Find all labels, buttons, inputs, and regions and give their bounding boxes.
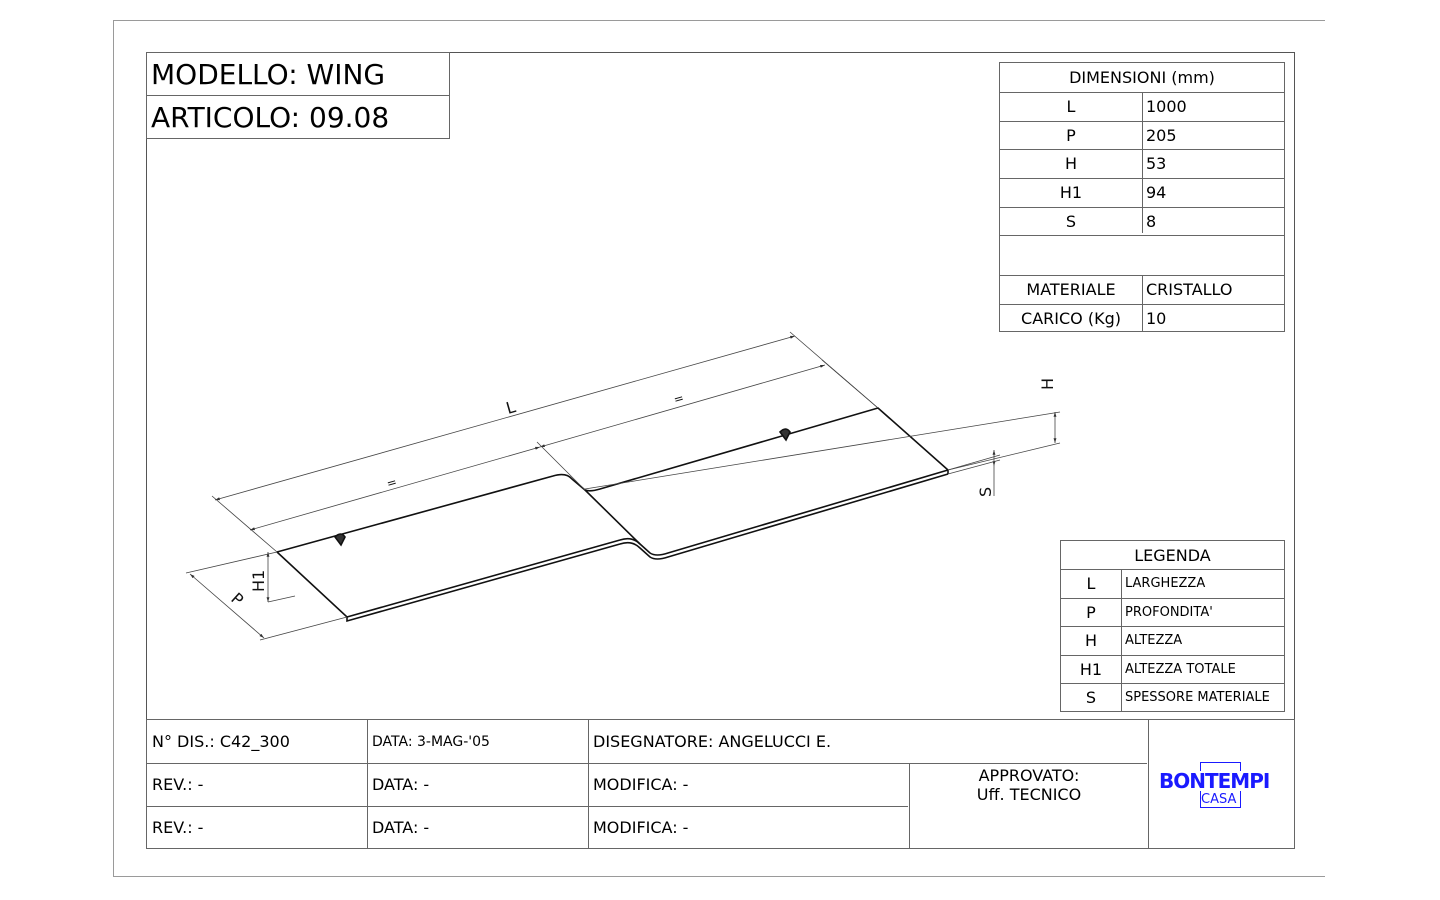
material-label: MATERIALE xyxy=(1026,280,1116,299)
dim-label-S: S xyxy=(976,487,995,497)
logo-sub: CASA xyxy=(1201,792,1237,807)
model-title: MODELLO: WING xyxy=(151,57,386,91)
dim-label: H xyxy=(1064,154,1078,173)
logo-brand: BONTEMPI xyxy=(1159,769,1270,793)
revision-date: DATA: - xyxy=(372,775,430,794)
title-box: MODELLO: WING ARTICOLO: 09.08 xyxy=(146,52,450,139)
dim-value: 94 xyxy=(1146,183,1167,202)
approval-box: APPROVATO: Uff. TECNICO xyxy=(910,766,1148,804)
dim-value: 205 xyxy=(1146,125,1177,145)
designer: DISEGNATORE: ANGELUCCI E. xyxy=(593,732,832,751)
legend-key: H1 xyxy=(1079,659,1103,679)
dim-label-L: L xyxy=(504,397,518,418)
dim-label-P: P xyxy=(227,589,247,610)
dim-label: L xyxy=(1066,97,1076,116)
dimensions-table: DIMENSIONI (mm) L 1000 P 205 H 53 H1 94 … xyxy=(999,62,1285,332)
revision-change: MODIFICA: - xyxy=(593,775,689,794)
dim-label: P xyxy=(1066,125,1076,145)
legend-key: H xyxy=(1084,631,1098,650)
dim-value: 1000 xyxy=(1146,97,1187,116)
revision: REV.: - xyxy=(152,775,204,794)
dim-value: 8 xyxy=(1146,211,1157,231)
dimension-lines xyxy=(185,331,1061,641)
legend-desc: PROFONDITA' xyxy=(1125,604,1213,620)
load-label: CARICO (Kg) xyxy=(1021,308,1121,328)
drawing-date: DATA: 3-MAG-'05 xyxy=(372,733,490,750)
footer-table: N° DIS.: C42_300 DATA: 3-MAG-'05 DISEGNA… xyxy=(146,719,1295,849)
legend-key: S xyxy=(1085,688,1097,707)
article-title: ARTICOLO: 09.08 xyxy=(151,101,390,134)
legend-header: LEGENDA xyxy=(1134,545,1211,565)
dim-label-eq: = xyxy=(385,475,399,491)
dim-label: S xyxy=(1065,211,1077,231)
dim-label: H1 xyxy=(1059,183,1083,202)
bontempi-logo: BONTEMPI CASA xyxy=(1159,762,1289,810)
sheet-top-line xyxy=(113,20,1325,21)
legend-desc: ALTEZZA TOTALE xyxy=(1125,661,1236,677)
legend-key: P xyxy=(1086,602,1096,622)
load-value: 10 xyxy=(1146,308,1167,328)
revision-date: DATA: - xyxy=(372,818,430,837)
approved-label: APPROVATO: xyxy=(978,766,1080,785)
revision: REV.: - xyxy=(152,818,204,837)
sheet-left-line xyxy=(113,20,114,876)
dim-value: 53 xyxy=(1146,154,1167,173)
legend-key: L xyxy=(1086,574,1096,593)
legend-desc: SPESSORE MATERIALE xyxy=(1125,690,1270,705)
material-value: CRISTALLO xyxy=(1146,280,1233,299)
revision-change: MODIFICA: - xyxy=(593,818,689,837)
dimensions-header: DIMENSIONI (mm) xyxy=(1069,68,1215,87)
drawing-number: N° DIS.: C42_300 xyxy=(152,732,290,751)
legend-table: LEGENDA L LARGHEZZA P PROFONDITA' H ALTE… xyxy=(1060,540,1285,712)
legend-desc: LARGHEZZA xyxy=(1125,576,1206,591)
approved-by: Uff. TECNICO xyxy=(976,785,1082,804)
legend-desc: ALTEZZA xyxy=(1125,633,1183,648)
sheet-bottom-line xyxy=(113,876,1325,877)
shelf-outline xyxy=(276,407,949,623)
dim-label-eq: = xyxy=(672,391,686,407)
dim-label-H1: H1 xyxy=(249,570,268,592)
dim-label-H: H xyxy=(1038,378,1057,390)
